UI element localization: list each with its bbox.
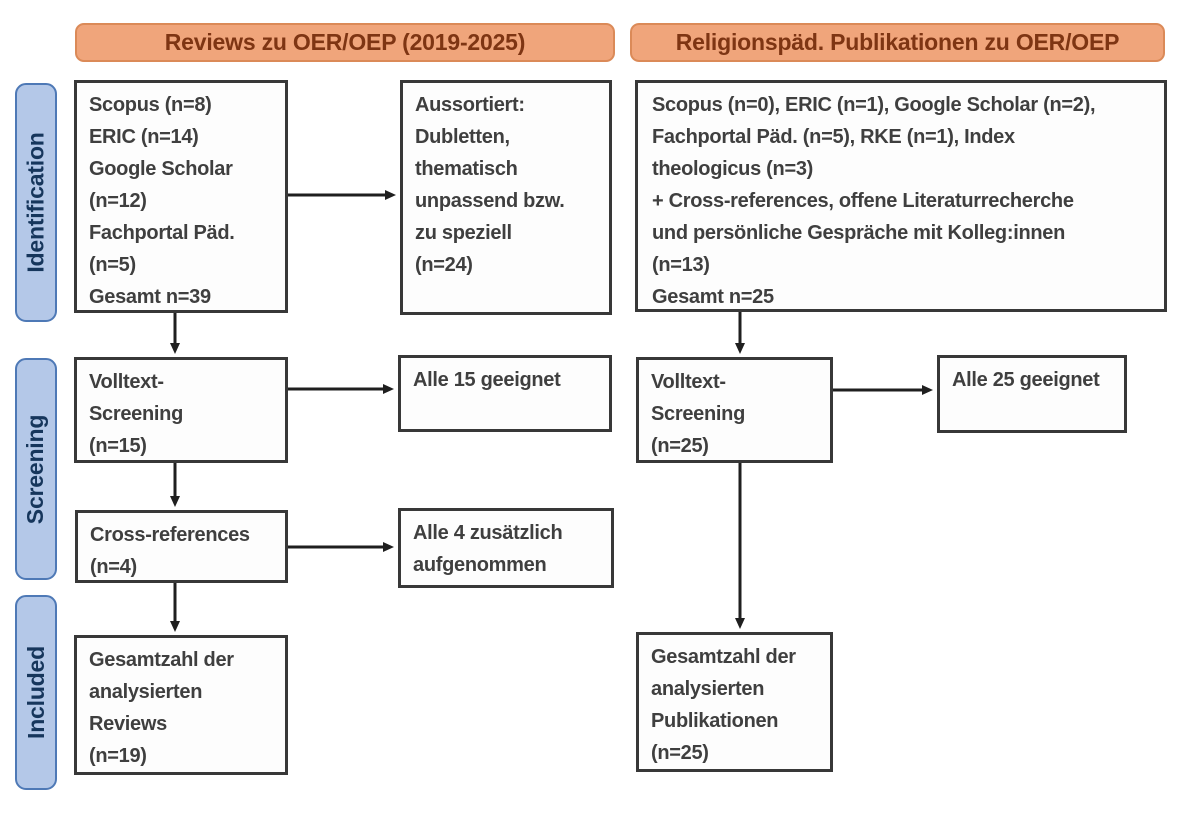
column-header-reviews-label: Reviews zu OER/OEP (2019-2025) bbox=[164, 29, 526, 55]
box-right-included-total: Gesamtzahl der analysierten Publikatione… bbox=[636, 632, 833, 772]
box-right-fulltext-screening: Volltext- Screening (n=25) bbox=[636, 357, 833, 463]
column-header-reviews: Reviews zu OER/OEP (2019-2025) bbox=[75, 23, 615, 62]
stage-label-included-text: Included bbox=[22, 646, 49, 739]
stage-label-included: Included bbox=[15, 595, 57, 790]
box-left-excluded: Aussortiert: Dubletten, thematisch unpas… bbox=[400, 80, 612, 315]
box-right-fulltext-result: Alle 25 geeignet bbox=[937, 355, 1127, 433]
stage-label-identification: Identification bbox=[15, 83, 57, 322]
box-left-sources: Scopus (n=8) ERIC (n=14) Google Scholar … bbox=[74, 80, 288, 313]
box-left-included-total: Gesamtzahl der analysierten Reviews (n=1… bbox=[74, 635, 288, 775]
stage-label-identification-text: Identification bbox=[22, 132, 49, 273]
stage-label-screening: Screening bbox=[15, 358, 57, 580]
stage-label-screening-text: Screening bbox=[22, 414, 49, 524]
box-left-crossref-result: Alle 4 zusätzlich aufgenommen bbox=[398, 508, 614, 588]
column-header-religionspaed-label: Religionspäd. Publikationen zu OER/OEP bbox=[675, 29, 1120, 55]
box-left-fulltext-result: Alle 15 geeignet bbox=[398, 355, 612, 432]
box-right-sources: Scopus (n=0), ERIC (n=1), Google Scholar… bbox=[635, 80, 1167, 312]
column-header-religionspaed: Religionspäd. Publikationen zu OER/OEP bbox=[630, 23, 1165, 62]
box-left-fulltext-screening: Volltext- Screening (n=15) bbox=[74, 357, 288, 463]
box-left-crossreferences: Cross-references (n=4) bbox=[75, 510, 288, 583]
